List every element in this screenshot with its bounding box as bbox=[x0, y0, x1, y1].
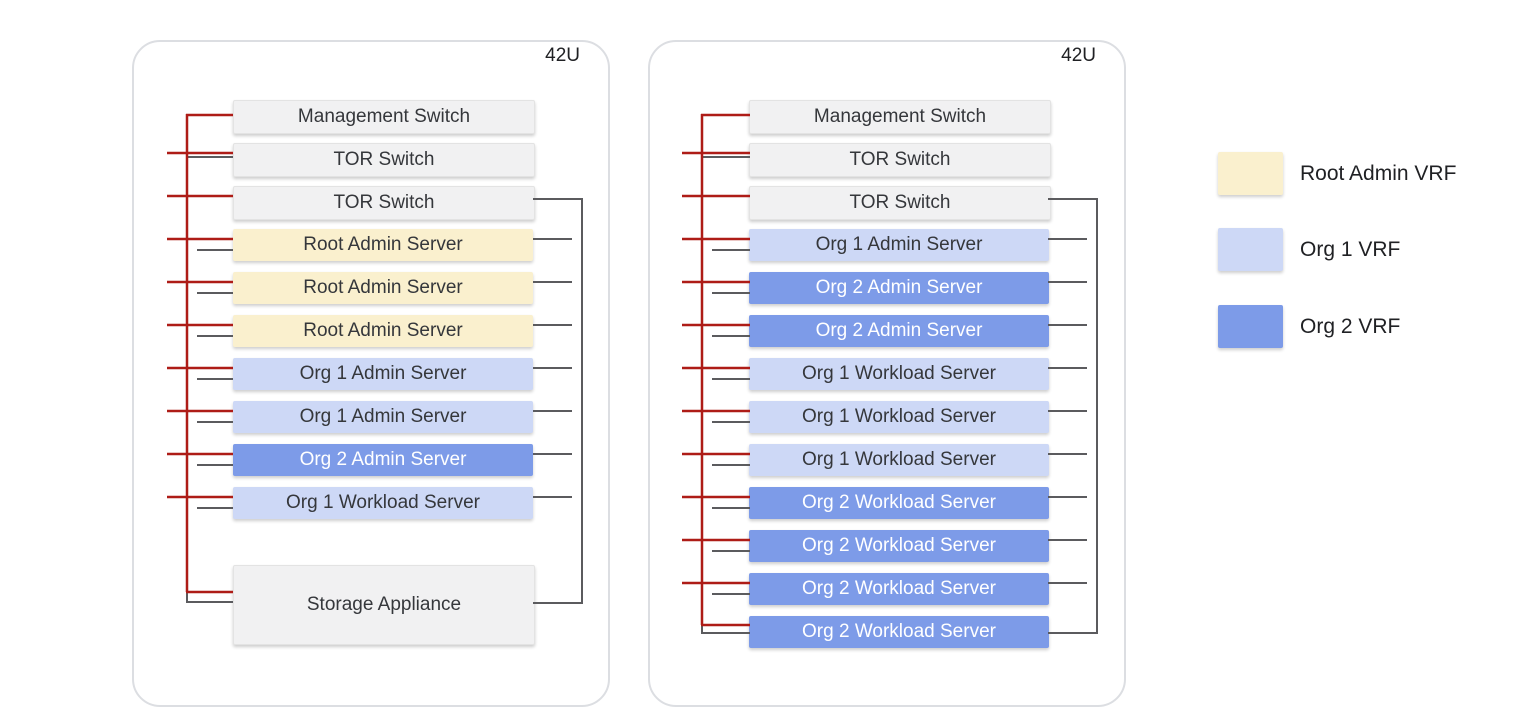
unit-org2-workload-server: Org 2 Workload Server bbox=[749, 616, 1049, 648]
legend-swatch-org1-vrf bbox=[1218, 228, 1283, 271]
unit-org1-admin-server: Org 1 Admin Server bbox=[233, 401, 533, 433]
unit-org2-workload-server: Org 2 Workload Server bbox=[749, 487, 1049, 519]
unit-storage-appliance: Storage Appliance bbox=[233, 565, 535, 645]
rack-2: 42U Management Switch TOR Switch TOR Swi… bbox=[648, 40, 1126, 707]
legend-label: Org 1 VRF bbox=[1300, 237, 1401, 261]
unit-management-switch: Management Switch bbox=[233, 100, 535, 134]
unit-management-switch: Management Switch bbox=[749, 100, 1051, 134]
unit-org1-workload-server: Org 1 Workload Server bbox=[749, 444, 1049, 476]
unit-org1-admin-server: Org 1 Admin Server bbox=[233, 358, 533, 390]
unit-tor-switch: TOR Switch bbox=[233, 143, 535, 177]
unit-root-admin-server: Root Admin Server bbox=[233, 229, 533, 261]
unit-org2-admin-server: Org 2 Admin Server bbox=[749, 272, 1049, 304]
unit-org2-admin-server: Org 2 Admin Server bbox=[233, 444, 533, 476]
unit-root-admin-server: Root Admin Server bbox=[233, 272, 533, 304]
legend-label: Org 2 VRF bbox=[1300, 314, 1401, 338]
unit-org1-workload-server: Org 1 Workload Server bbox=[749, 401, 1049, 433]
rack-1: 42U Management Switch TOR Switch TOR Swi… bbox=[132, 40, 610, 707]
unit-org1-workload-server: Org 1 Workload Server bbox=[233, 487, 533, 519]
unit-tor-switch: TOR Switch bbox=[749, 186, 1051, 220]
unit-org2-workload-server: Org 2 Workload Server bbox=[749, 573, 1049, 605]
unit-org1-workload-server: Org 1 Workload Server bbox=[749, 358, 1049, 390]
legend-swatch-org2-vrf bbox=[1218, 305, 1283, 348]
legend-item-root-admin-vrf: Root Admin VRF bbox=[1218, 152, 1456, 195]
unit-org2-admin-server: Org 2 Admin Server bbox=[749, 315, 1049, 347]
legend-item-org2-vrf: Org 2 VRF bbox=[1218, 305, 1400, 348]
unit-tor-switch: TOR Switch bbox=[233, 186, 535, 220]
legend-item-org1-vrf: Org 1 VRF bbox=[1218, 228, 1400, 271]
rack-capacity-label: 42U bbox=[545, 45, 580, 66]
legend-swatch-root-admin-vrf bbox=[1218, 152, 1283, 195]
unit-tor-switch: TOR Switch bbox=[749, 143, 1051, 177]
rack-capacity-label: 42U bbox=[1061, 45, 1096, 66]
legend-label: Root Admin VRF bbox=[1300, 161, 1457, 185]
unit-org2-workload-server: Org 2 Workload Server bbox=[749, 530, 1049, 562]
unit-root-admin-server: Root Admin Server bbox=[233, 315, 533, 347]
unit-org1-admin-server: Org 1 Admin Server bbox=[749, 229, 1049, 261]
